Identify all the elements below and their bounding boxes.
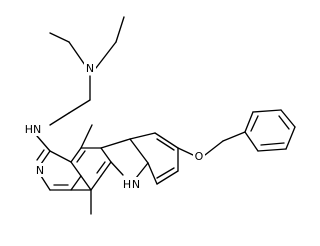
propyl-linker <box>49 99 91 126</box>
bond-n2-c3 <box>40 175 51 191</box>
bond-c12b-c1 <box>49 150 72 163</box>
fused-ring-system <box>36 124 246 215</box>
diethylamino-group <box>49 16 125 101</box>
label-bg-ether-o <box>193 149 205 163</box>
label-bg-diethylamine-n <box>84 61 96 75</box>
bond-methyl-top <box>80 124 93 149</box>
bond-c4a-c12b <box>70 161 82 177</box>
bond-c10a-nh <box>135 162 149 179</box>
bond-phenyl-3-inner <box>278 115 290 130</box>
bond-c1-n2 <box>40 150 51 165</box>
bond-c4-c4a <box>70 175 82 191</box>
bond-c9-o <box>177 147 194 156</box>
bond-phenyl-4 <box>285 126 296 150</box>
bond-c4a-c6 <box>80 175 92 191</box>
bond-phenyl-3 <box>280 109 296 128</box>
bond-c8-c9-inner <box>156 138 175 151</box>
diethylamine-n-label: N <box>86 62 94 75</box>
bond-c7a-c8 <box>129 132 156 140</box>
ether-o-label: O <box>195 150 204 163</box>
bond-n-ethyl-left-2 <box>49 32 70 43</box>
bond-hn-c1 <box>36 135 51 152</box>
ring-nh-h-label: H <box>123 178 131 191</box>
bond-c10b-c10a <box>147 162 158 185</box>
bond-c11a-c6a-inner <box>96 161 106 174</box>
label-bg-amine-hn <box>23 122 43 136</box>
bond-phenyl-1-inner <box>250 115 259 132</box>
bond-c11b-c7a <box>100 138 131 149</box>
bond-c10-c10b <box>156 170 179 185</box>
bond-phenyl-1 <box>244 111 254 133</box>
bond-c11a-nh <box>110 161 124 176</box>
bond-c11a-c6a <box>100 161 112 177</box>
bond-phenyl-5-inner <box>260 142 285 146</box>
ring-nh-n-label: N <box>132 178 140 191</box>
bond-c6a-c6 <box>90 175 102 191</box>
bond-phenyl-5 <box>257 148 287 152</box>
label-bg-ring-n <box>34 163 46 177</box>
atom-labels: N HN N H N O <box>23 61 205 191</box>
phenyl-ring <box>244 109 296 152</box>
bond-n-ethyl-right-1 <box>95 41 117 69</box>
bond-c11b-c11a <box>100 147 112 163</box>
bond-phenyl-6 <box>244 131 259 152</box>
bond-c12b-c12-inner <box>76 150 86 163</box>
bond-ch2-phenyl <box>222 131 246 142</box>
ring-n-label: N <box>36 164 44 177</box>
bond-c8-c9 <box>154 132 179 149</box>
bond-c12b-c12 <box>70 147 82 163</box>
amine-hn-label: HN <box>25 123 42 136</box>
bond-phenyl-2 <box>252 109 282 113</box>
bond-propyl-3 <box>49 112 70 126</box>
label-bg-ring-nh <box>121 177 141 191</box>
bond-c10-c10b-inner <box>156 167 175 179</box>
bond-propyl-2 <box>68 99 91 114</box>
bond-o-ch2 <box>204 140 224 156</box>
bond-n-ethyl-right-2 <box>115 16 125 43</box>
bond-c1-n2-inner <box>36 149 45 161</box>
bond-c7a-c10a <box>129 138 149 164</box>
